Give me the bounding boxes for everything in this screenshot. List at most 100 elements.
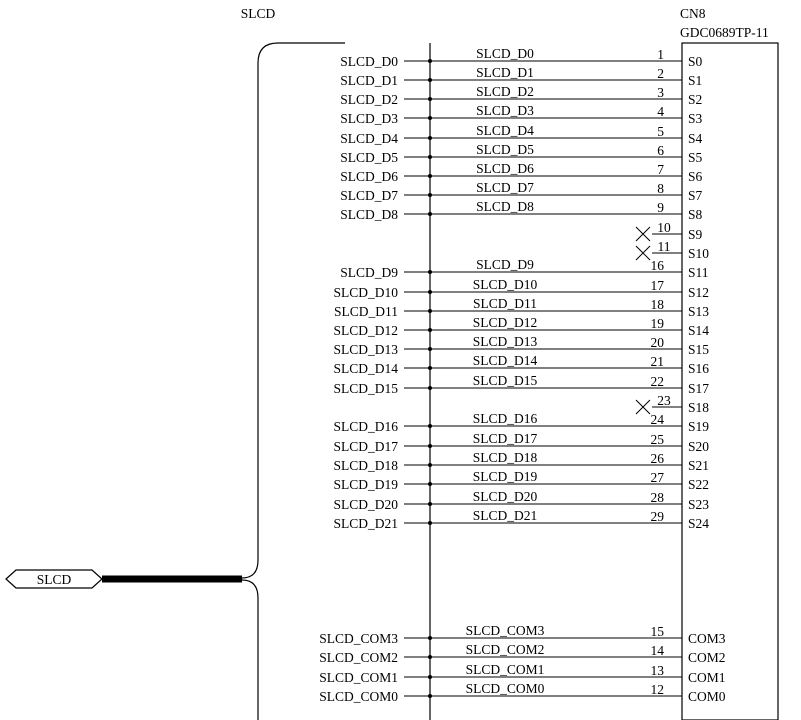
pin-number: 24: [651, 412, 665, 427]
left-net-label: SLCD_D3: [340, 111, 398, 126]
pin-number: 25: [651, 432, 665, 447]
junction-dot: [428, 155, 432, 159]
segment-name: S15: [688, 342, 709, 357]
net-label: SLCD_COM0: [466, 681, 545, 696]
pin-number: 8: [657, 181, 664, 196]
pin-number: 18: [651, 297, 665, 312]
segment-name: S23: [688, 497, 709, 512]
segment-name: COM2: [688, 650, 726, 665]
pin-number: 22: [651, 374, 665, 389]
pin-number: 10: [657, 220, 671, 235]
pin-number: 21: [651, 354, 665, 369]
junction-dot: [428, 463, 432, 467]
segment-name: S7: [688, 188, 703, 203]
pin-number: 3: [657, 85, 664, 100]
left-net-label: SLCD_D12: [333, 323, 398, 338]
junction-dot: [428, 424, 432, 428]
segment-name: S19: [688, 419, 709, 434]
pin-number: 27: [651, 470, 665, 485]
net-label: SLCD_D2: [476, 84, 534, 99]
segment-name: S8: [688, 207, 703, 222]
segment-name: S24: [688, 516, 709, 531]
segment-name: S9: [688, 227, 703, 242]
pin-number: 11: [658, 239, 671, 254]
left-net-label: SLCD_D14: [333, 361, 398, 376]
left-net-label: SLCD_D15: [333, 381, 398, 396]
left-net-label: SLCD_COM1: [319, 670, 398, 685]
left-net-label: SLCD_D17: [333, 439, 398, 454]
segment-name: S12: [688, 285, 709, 300]
pin-number: 23: [657, 393, 671, 408]
junction-dot: [428, 694, 432, 698]
segment-row: [404, 116, 682, 120]
left-net-label: SLCD_D5: [340, 150, 398, 165]
segment-row: [404, 328, 682, 332]
net-label: SLCD_D4: [476, 123, 534, 138]
left-net-label: SLCD_D10: [333, 285, 398, 300]
no-connect-x-icon: [635, 245, 651, 261]
bus-trunk-upper: [241, 42, 345, 579]
segment-name: S3: [688, 111, 703, 126]
slcd-port-connector[interactable]: [5, 569, 103, 589]
pin-number: 20: [651, 335, 665, 350]
pin-number: 9: [657, 200, 664, 215]
segment-name: S16: [688, 361, 709, 376]
segment-row: [404, 174, 682, 178]
left-net-label: SLCD_D4: [340, 131, 398, 146]
junction-dot: [428, 482, 432, 486]
net-label: SLCD_D19: [473, 469, 538, 484]
net-label: SLCD_D16: [473, 411, 538, 426]
segment-row: [404, 444, 682, 448]
junction-dot: [428, 78, 432, 82]
segment-row: [404, 521, 682, 525]
left-net-label: SLCD_D8: [340, 207, 398, 222]
left-net-label: SLCD_D11: [334, 304, 398, 319]
no-connect-x-icon: [635, 399, 651, 415]
slcd-port-label: SLCD: [37, 572, 72, 587]
left-net-label: SLCD_COM3: [319, 631, 398, 646]
left-net-label: SLCD_D9: [340, 265, 398, 280]
segment-name: S10: [688, 246, 709, 261]
segment-row: [404, 155, 682, 159]
com-row: [404, 636, 682, 640]
segment-row: [404, 366, 682, 370]
segment-name: S2: [688, 92, 702, 107]
segment-row: [404, 463, 682, 467]
net-label: SLCD_D6: [476, 161, 534, 176]
pin-number: 29: [651, 509, 665, 524]
junction-dot: [428, 59, 432, 63]
junction-dot: [428, 212, 432, 216]
left-net-label: SLCD_D13: [333, 342, 398, 357]
pin-number: 4: [657, 104, 664, 119]
junction-dot: [428, 636, 432, 640]
net-label: SLCD_D18: [473, 450, 538, 465]
segment-row: [404, 424, 682, 428]
segment-name: S0: [688, 54, 703, 69]
bus-title: SLCD: [241, 6, 276, 21]
net-label: SLCD_D20: [473, 489, 538, 504]
no-connect-x-icon: [635, 226, 651, 242]
pin-number: 17: [651, 278, 665, 293]
segment-row: [404, 386, 682, 390]
junction-dot: [428, 444, 432, 448]
com-row: [404, 655, 682, 659]
net-label: SLCD_COM1: [466, 662, 545, 677]
segment-name: COM0: [688, 689, 726, 704]
net-label: SLCD_COM3: [466, 623, 545, 638]
segment-name: S21: [688, 458, 709, 473]
net-label: SLCD_D21: [473, 508, 538, 523]
segment-name: S14: [688, 323, 709, 338]
segment-name: S5: [688, 150, 703, 165]
junction-dot: [428, 328, 432, 332]
pin-number: 5: [657, 124, 664, 139]
left-net-label: SLCD_D16: [333, 419, 398, 434]
net-label: SLCD_D15: [473, 373, 538, 388]
net-label: SLCD_D0: [476, 46, 534, 61]
pin-number: 13: [651, 663, 665, 678]
pin-number: 12: [651, 682, 665, 697]
segment-row: [404, 482, 682, 486]
net-label: SLCD_D8: [476, 199, 534, 214]
net-label: SLCD_COM2: [466, 642, 545, 657]
segment-name: COM3: [688, 631, 726, 646]
